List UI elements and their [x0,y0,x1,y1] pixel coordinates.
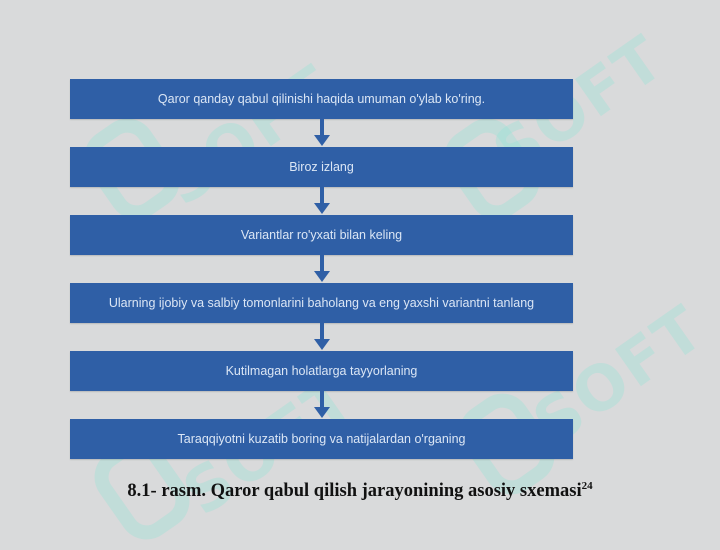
step-label: Taraqqiyotni kuzatib boring va natijalar… [177,432,466,446]
step-label: Kutilmagan holatlarga tayyorlaning [225,364,418,378]
arrow-down-icon [70,255,573,283]
arrow-down-icon [70,391,573,419]
step-box: Taraqqiyotni kuzatib boring va natijalar… [70,419,573,459]
step-box: Ularning ijobiy va salbiy tomonlarini ba… [70,283,573,323]
step-label: Variantlar ro'yxati bilan keling [240,228,403,242]
flowchart: Qaror qanday qabul qilinishi haqida umum… [70,79,573,459]
step-box: Kutilmagan holatlarga tayyorlaning [70,351,573,391]
step-box: Variantlar ro'yxati bilan keling [70,215,573,255]
caption-text: 8.1- rasm. Qaror qabul qilish jarayonini… [127,481,582,502]
caption-footnote: 24 [581,480,593,492]
step-label: Ularning ijobiy va salbiy tomonlarini ba… [108,296,535,310]
step-label: Biroz izlang [289,160,354,174]
figure-caption: 8.1- rasm. Qaror qabul qilish jarayonini… [0,480,720,502]
arrow-down-icon [70,323,573,351]
step-box: Biroz izlang [70,147,573,187]
arrow-down-icon [70,187,573,215]
arrow-down-icon [70,119,573,147]
step-box: Qaror qanday qabul qilinishi haqida umum… [70,79,573,119]
step-label: Qaror qanday qabul qilinishi haqida umum… [157,92,486,106]
